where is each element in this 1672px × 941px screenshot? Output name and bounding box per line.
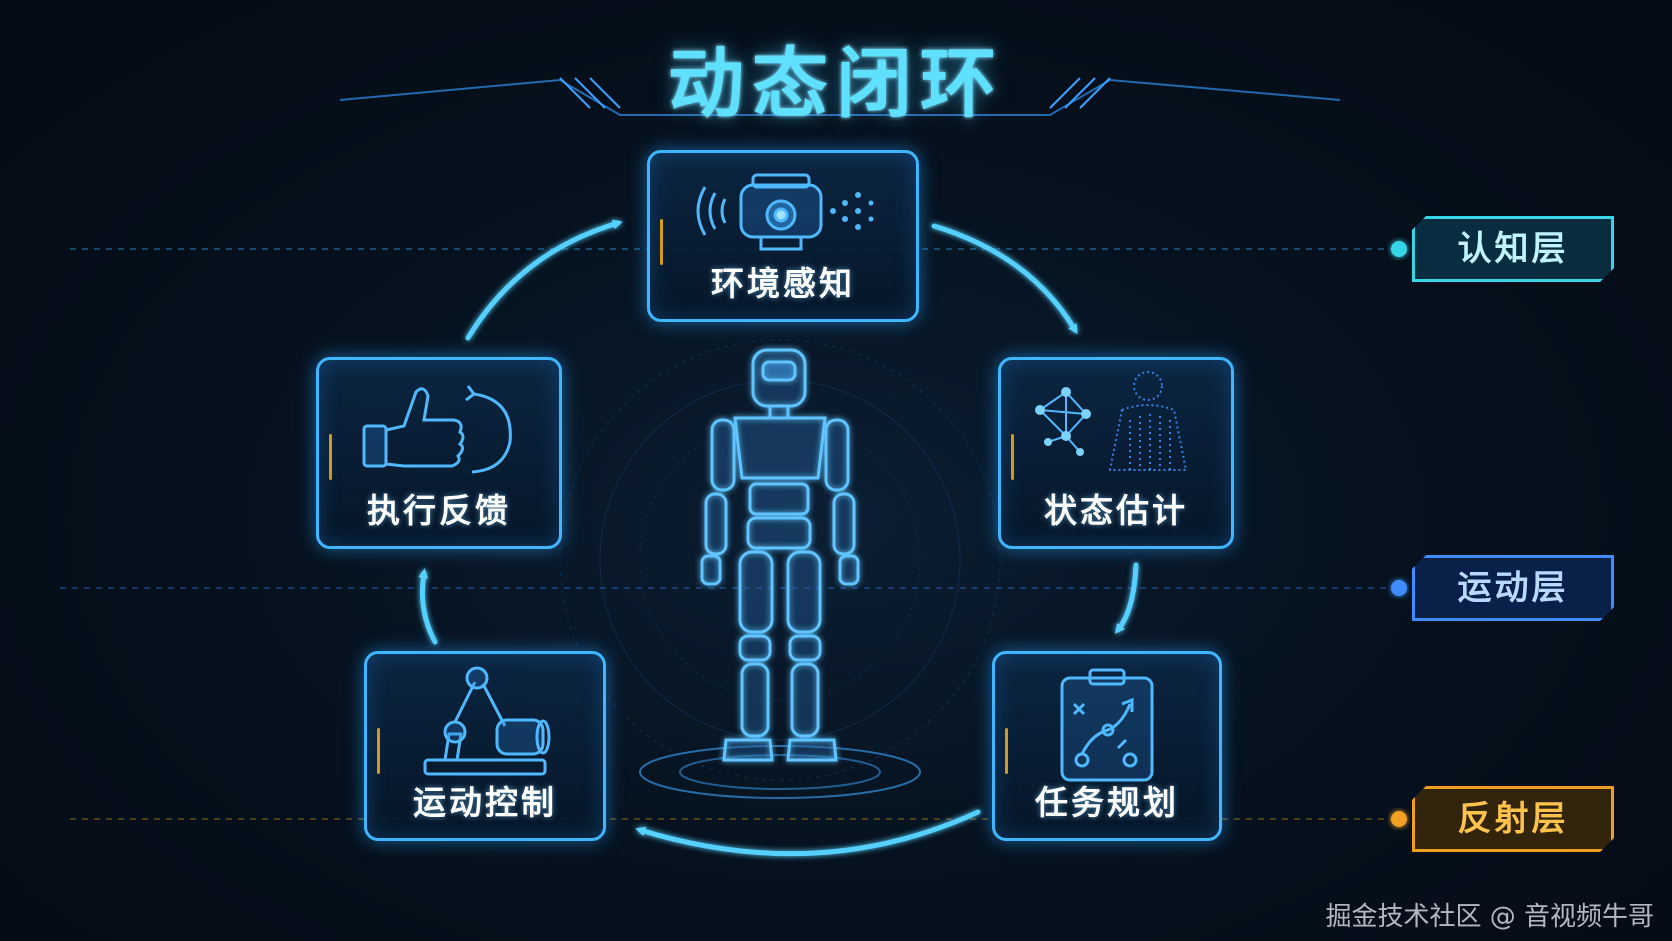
network-body-icon [1035, 371, 1188, 471]
node-label: 执行反馈 [367, 491, 511, 530]
layer-tag-reflex: 反射层 [1412, 786, 1614, 852]
clipboard-plan-icon [1060, 668, 1154, 782]
node-task-planning: 任务规划 [992, 651, 1222, 841]
thumbs-up-feedback-icon [362, 385, 512, 474]
layer-tag-cognitive: 认知层 [1412, 216, 1614, 282]
layer-tag-motion: 运动层 [1412, 555, 1614, 621]
node-accent-tick [377, 727, 380, 774]
node-label: 任务规划 [1035, 783, 1179, 822]
node-accent-tick [1005, 727, 1008, 774]
node-label: 环境感知 [711, 264, 855, 303]
arrow-perception-to-state [931, 223, 1078, 335]
watermark: 掘金技术社区 @ 音视频牛哥 [1325, 902, 1654, 932]
arrow-motion-to-feedback [418, 568, 438, 645]
cognitive-layer-dot [1391, 241, 1407, 257]
node-state-estimation: 状态估计 [998, 357, 1234, 549]
humanoid-robot-icon [700, 348, 860, 762]
node-execution-feedback: 执行反馈 [316, 357, 562, 549]
arrow-state-to-planning [1114, 562, 1139, 634]
node-accent-tick [1011, 434, 1014, 481]
robotic-arm-icon [423, 666, 551, 776]
cycle-arrows [418, 219, 1139, 857]
node-accent-tick [329, 434, 332, 481]
node-label: 状态估计 [1044, 491, 1188, 530]
sensor-camera-icon [696, 173, 874, 251]
arrow-planning-to-motion [635, 809, 981, 857]
arrow-feedback-to-perception [465, 219, 623, 341]
node-motion-control: 运动控制 [364, 651, 606, 841]
node-perception: 环境感知 [647, 150, 919, 322]
motion-layer-dot [1391, 580, 1407, 596]
node-label: 运动控制 [413, 783, 557, 822]
page-title: 动态闭环 [668, 39, 1004, 128]
reflex-layer-dot [1391, 811, 1407, 827]
title-decoration [339, 77, 1341, 116]
node-accent-tick [660, 219, 663, 266]
